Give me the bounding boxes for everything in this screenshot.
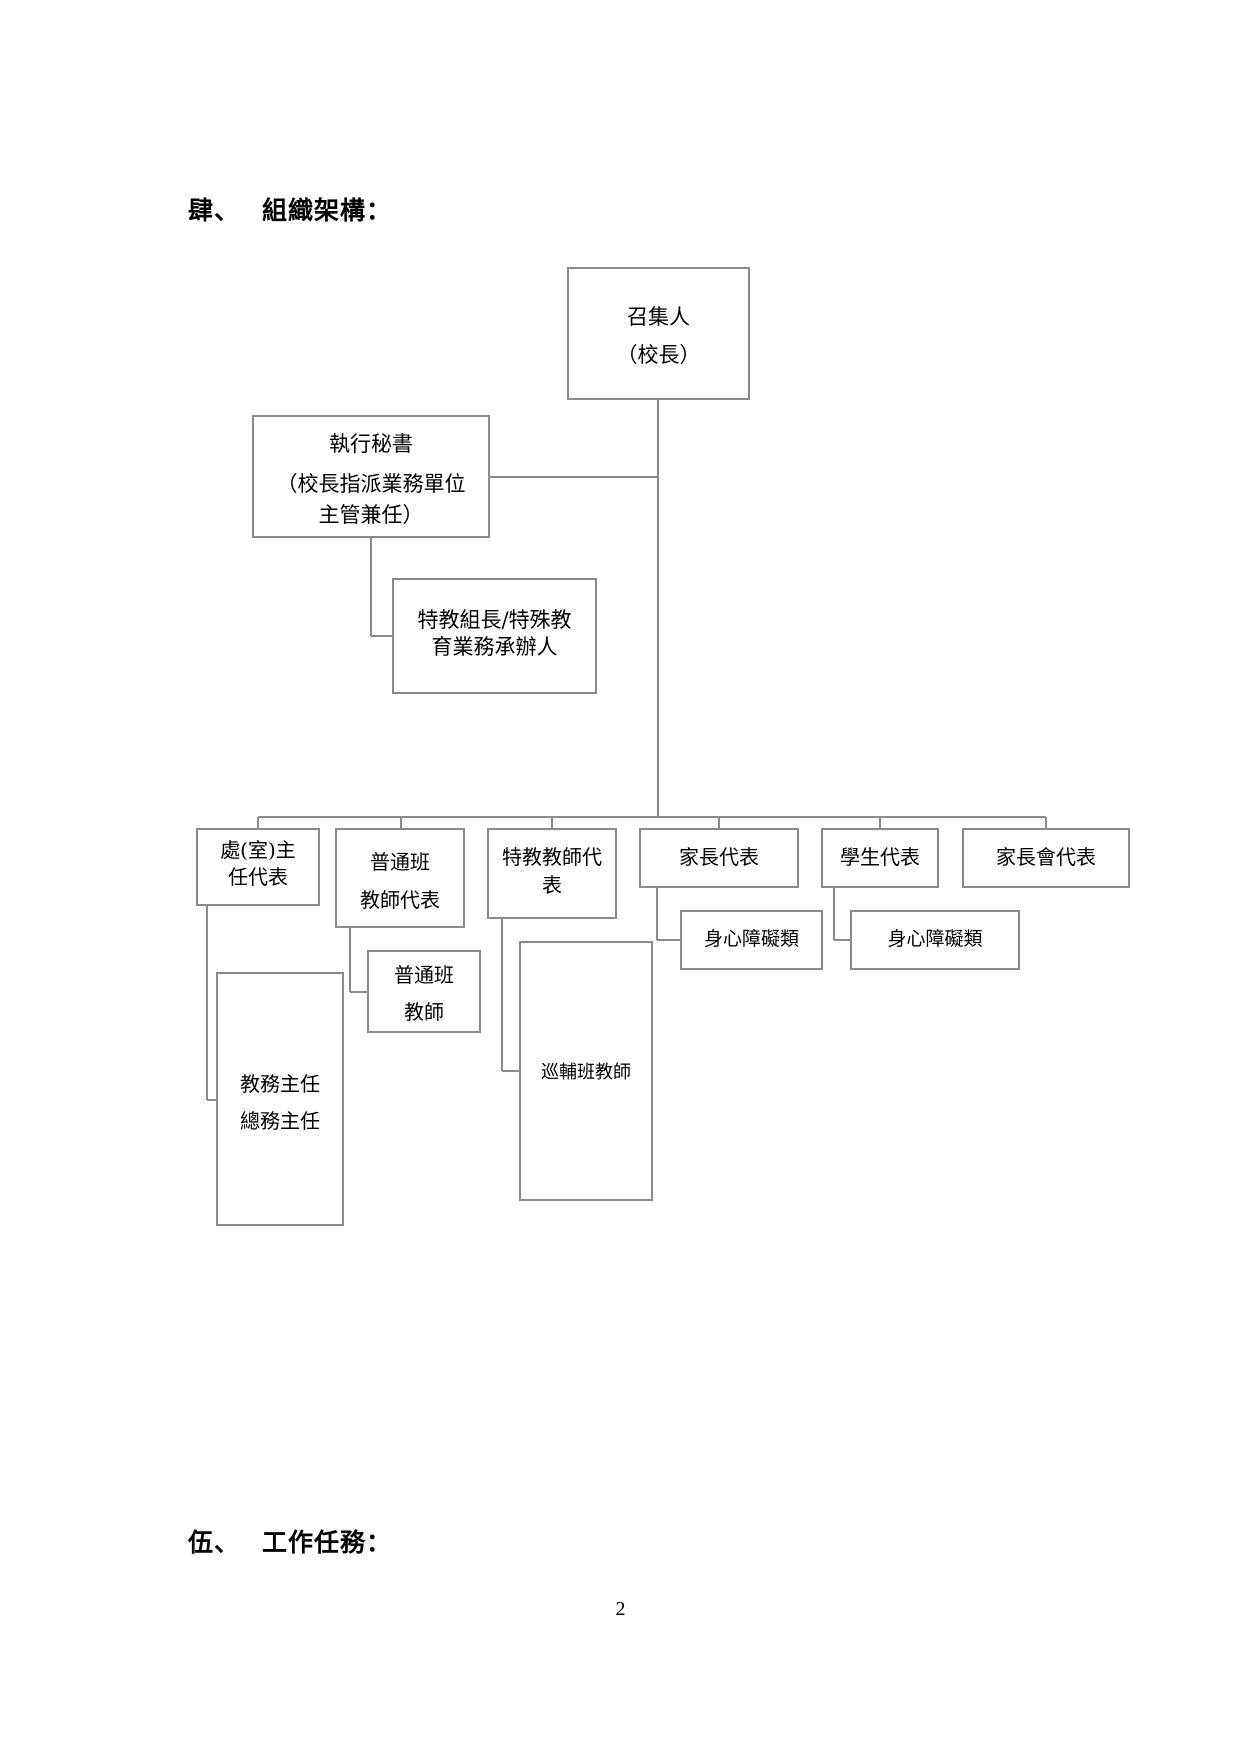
node-label: 特教教師代 (502, 845, 602, 869)
node-label: 家長代表 (679, 845, 759, 869)
node-label: （校長） (616, 342, 701, 367)
secretary-node: 執行秘書 （校長指派業務單位 主管兼任） (252, 415, 490, 538)
node-label: 學生代表 (840, 845, 920, 869)
child-academic-general-affairs: 教務主任 總務主任 (216, 972, 344, 1226)
node-label: 巡輔班教師 (541, 1062, 631, 1083)
child-disability-parents: 身心障礙類 (680, 910, 823, 970)
section-number: 肆、 (188, 196, 241, 225)
section-heading-organization: 肆、組織架構： (188, 191, 392, 227)
member-special-ed-teachers: 特教教師代 表 (487, 828, 617, 919)
section-title: 工作任務： (262, 1528, 393, 1557)
page-number: 2 (615, 1598, 626, 1620)
section-heading-tasks: 伍、工作任務： (188, 1523, 392, 1559)
node-label: 身心障礙類 (703, 928, 799, 950)
node-label: 召集人 (627, 305, 690, 329)
member-regular-teachers: 普通班 教師代表 (335, 828, 465, 928)
child-regular-class-teacher: 普通班 教師 (367, 950, 481, 1033)
node-label: （校長指派業務單位 (276, 471, 466, 496)
section-title: 組織架構： (262, 196, 393, 225)
node-label: 家長會代表 (996, 845, 1096, 869)
node-label: 處(室)主 (220, 838, 296, 862)
node-label: 身心障礙類 (887, 928, 983, 950)
node-label: 總務主任 (240, 1109, 320, 1133)
member-department-heads: 處(室)主 任代表 (196, 828, 320, 906)
convener-node: 召集人 （校長） (567, 267, 750, 400)
node-label: 主管兼任） (318, 503, 424, 527)
child-itinerant-teacher: 巡輔班教師 (519, 941, 653, 1201)
special-ed-lead-node: 特教組長/特殊教 育業務承辦人 (392, 578, 597, 694)
node-label: 普通班 (370, 850, 430, 874)
node-label: 育業務承辦人 (431, 635, 558, 660)
node-label: 表 (542, 873, 562, 897)
node-label: 執行秘書 (329, 432, 413, 456)
member-students: 學生代表 (821, 828, 939, 888)
member-parents: 家長代表 (639, 828, 799, 888)
node-label: 教師代表 (360, 888, 440, 912)
node-label: 特教組長/特殊教 (417, 608, 572, 632)
node-label: 任代表 (228, 865, 288, 889)
node-label: 教師 (404, 1000, 444, 1024)
child-disability-students: 身心障礙類 (850, 910, 1020, 970)
node-label: 普通班 (394, 963, 454, 987)
member-pta: 家長會代表 (962, 828, 1130, 888)
section-number: 伍、 (188, 1528, 241, 1557)
node-label: 教務主任 (240, 1072, 320, 1096)
